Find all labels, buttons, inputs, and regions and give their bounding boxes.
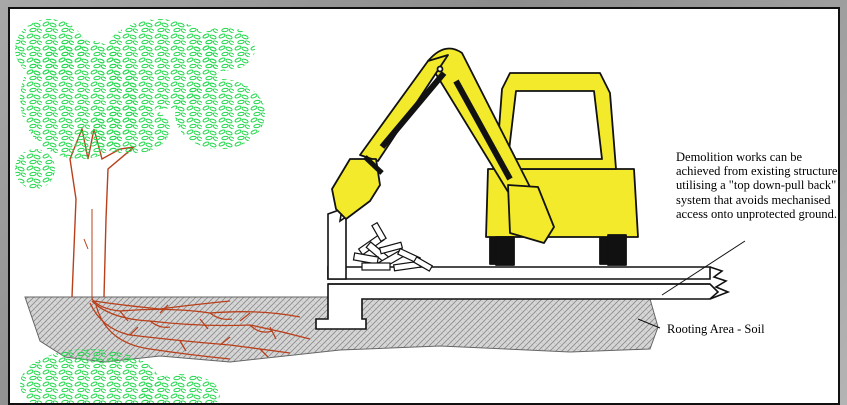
diagram-panel: Demolition works can be achieved from ex… [8, 7, 840, 405]
rooting-area-label: Rooting Area - Soil [667, 322, 765, 337]
demolition-annotation: Demolition works can be achieved from ex… [676, 150, 840, 221]
wall-stub [328, 209, 346, 279]
rubble-icon [353, 223, 432, 271]
tree-icon [15, 19, 265, 189]
